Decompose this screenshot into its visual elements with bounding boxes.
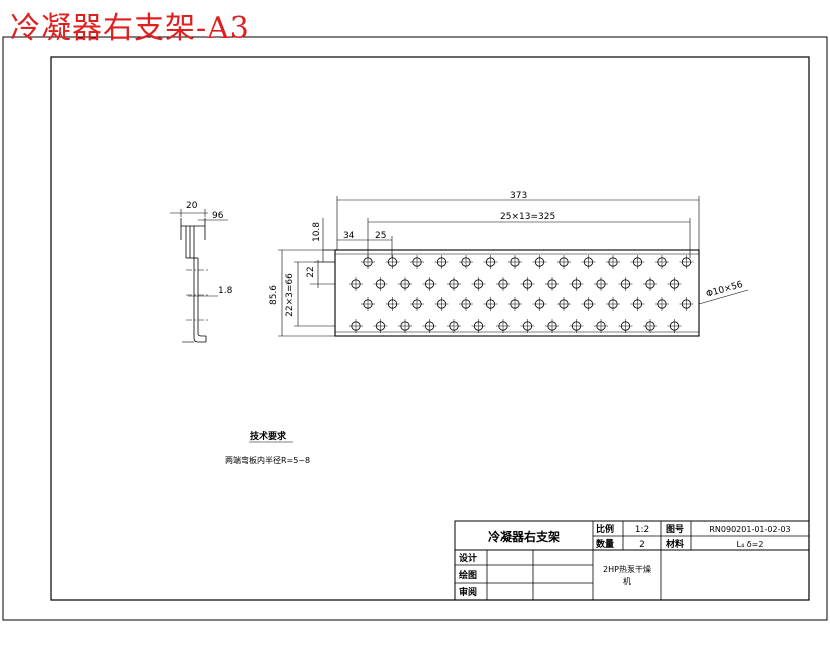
hole bbox=[630, 297, 645, 311]
hole bbox=[569, 319, 584, 333]
title-block-designer-label: 设计 bbox=[459, 552, 477, 564]
hole bbox=[532, 297, 547, 311]
hole bbox=[410, 297, 424, 311]
hole bbox=[667, 277, 682, 291]
dim-hole-pitch: 25 bbox=[375, 231, 386, 241]
hole-pattern bbox=[349, 255, 694, 333]
hole bbox=[385, 255, 400, 269]
dim-edge-offset: 34 bbox=[343, 231, 355, 241]
hole bbox=[373, 277, 388, 291]
hole bbox=[679, 297, 694, 311]
dim-overall-height: 85.6 bbox=[269, 285, 279, 305]
hole bbox=[655, 255, 669, 269]
front-view bbox=[334, 249, 700, 337]
dim-row-spacing: 22 bbox=[306, 266, 316, 277]
hole bbox=[496, 277, 510, 291]
hole bbox=[385, 297, 400, 311]
dim-side-small: 96 bbox=[212, 211, 224, 221]
hole bbox=[532, 255, 547, 269]
title-block-product-line2: 机 bbox=[623, 576, 631, 586]
hole bbox=[483, 297, 498, 311]
hole bbox=[422, 319, 437, 333]
title-block bbox=[454, 520, 810, 601]
title-block-scale-value: 1:2 bbox=[635, 525, 649, 535]
title-block-drawing-no: RN090201-01-02-03 bbox=[709, 525, 790, 534]
title-block-scale-label: 比例 bbox=[596, 523, 614, 535]
dim-side-width: 20 bbox=[186, 201, 198, 211]
hole bbox=[373, 319, 388, 333]
dim-top-margin: 10.8 bbox=[312, 222, 322, 242]
hole bbox=[618, 319, 633, 333]
hole bbox=[606, 297, 620, 311]
dim-thickness: 1.8 bbox=[218, 286, 233, 296]
hole bbox=[520, 319, 535, 333]
hole bbox=[447, 319, 461, 333]
title-block-quantity-label: 数量 bbox=[596, 538, 614, 550]
hole bbox=[557, 255, 571, 269]
hole bbox=[655, 297, 669, 311]
drawing-title-overlay: 冷凝器右支架-A3 bbox=[10, 11, 250, 46]
hole bbox=[422, 277, 437, 291]
hole bbox=[459, 255, 473, 269]
hole bbox=[643, 277, 657, 291]
hole bbox=[483, 255, 498, 269]
hole bbox=[581, 297, 596, 311]
hole bbox=[471, 319, 486, 333]
inner-border bbox=[50, 56, 810, 601]
hole bbox=[606, 255, 620, 269]
hole bbox=[410, 255, 424, 269]
hole bbox=[545, 319, 559, 333]
hole bbox=[630, 255, 645, 269]
hole bbox=[594, 319, 608, 333]
dim-total-length: 373 bbox=[510, 191, 527, 201]
hole bbox=[667, 319, 682, 333]
title-block-material-value: L₄ δ=2 bbox=[737, 540, 764, 549]
hole bbox=[434, 255, 449, 269]
hole bbox=[508, 255, 522, 269]
hole bbox=[594, 277, 608, 291]
dim-hole-pitch-run: 25×13=325 bbox=[500, 212, 555, 222]
hole bbox=[349, 277, 363, 291]
hole bbox=[398, 319, 412, 333]
hole bbox=[471, 277, 486, 291]
hole bbox=[581, 255, 596, 269]
title-block-quantity-value: 2 bbox=[639, 540, 645, 550]
hole bbox=[349, 319, 363, 333]
hole bbox=[557, 297, 571, 311]
hole bbox=[508, 297, 522, 311]
hole bbox=[520, 277, 535, 291]
title-block-material-label: 材料 bbox=[665, 538, 684, 550]
dim-row-pitch-run: 22×3=66 bbox=[285, 273, 295, 317]
hole bbox=[643, 319, 657, 333]
title-block-reviewer-label: 审阅 bbox=[459, 586, 477, 598]
hole bbox=[447, 277, 461, 291]
notes-heading: 技术要求 bbox=[250, 430, 287, 442]
hole bbox=[398, 277, 412, 291]
hole bbox=[545, 277, 559, 291]
hole bbox=[361, 297, 375, 311]
hole bbox=[679, 255, 694, 269]
title-block-drawing-no-label: 图号 bbox=[666, 524, 684, 535]
hole bbox=[569, 277, 584, 291]
hole bbox=[618, 277, 633, 291]
outer-border bbox=[2, 36, 828, 621]
title-block-drafter-label: 绘图 bbox=[459, 569, 477, 581]
hole bbox=[434, 297, 449, 311]
hole bbox=[459, 297, 473, 311]
title-block-product-line1: 2HP热泵干燥 bbox=[603, 564, 651, 574]
side-view bbox=[170, 209, 228, 343]
hole bbox=[496, 319, 510, 333]
title-block-part-name: 冷凝器右支架 bbox=[488, 529, 560, 544]
notes-text: 两端弯板内半径R=5~8 bbox=[225, 455, 310, 465]
front-view-dimensions bbox=[278, 196, 749, 337]
